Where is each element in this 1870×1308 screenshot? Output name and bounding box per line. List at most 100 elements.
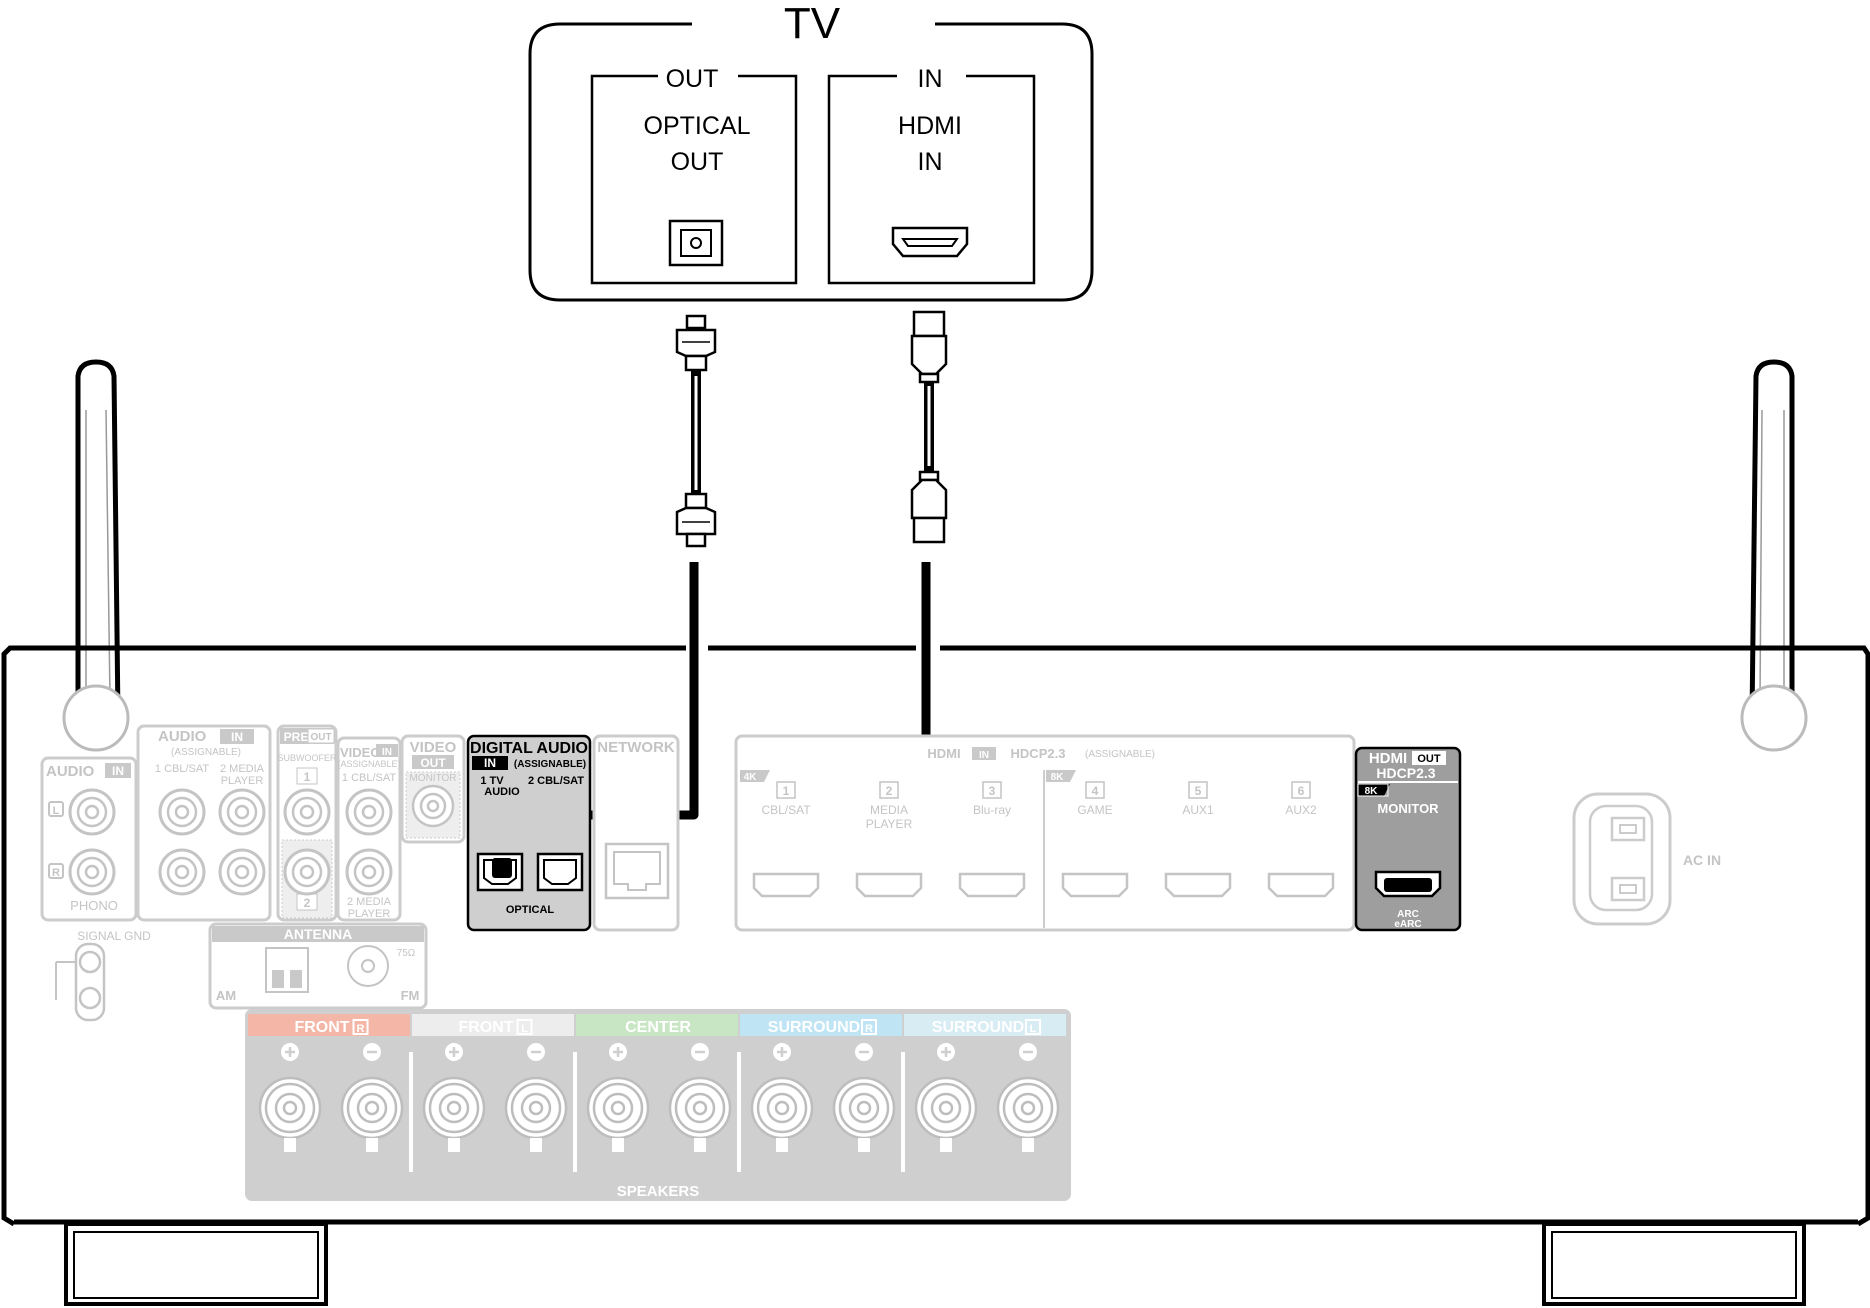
svg-text:PRE: PRE (284, 730, 309, 744)
svg-text:IN: IN (382, 747, 392, 758)
speaker-terminal (428, 1082, 480, 1134)
svg-text:HDCP2.3: HDCP2.3 (1376, 765, 1435, 781)
svg-text:4K: 4K (744, 772, 758, 783)
rca-jack-ring (166, 796, 198, 828)
hdmi-in-port (958, 872, 1026, 898)
svg-text:VIDEO: VIDEO (410, 739, 457, 756)
hdmi-in-number-box (776, 781, 796, 799)
speaker-terminal (856, 1100, 872, 1116)
svg-text:2 CBL/SAT: 2 CBL/SAT (528, 775, 584, 787)
speaker-terminal-stem (1022, 1138, 1034, 1152)
speaker-terminal (1012, 1092, 1044, 1124)
hdmi-in-number: 1 (783, 784, 790, 798)
svg-text:PLAYER: PLAYER (221, 775, 264, 787)
rca-jack-ring (174, 864, 190, 880)
rca-jack-ring (291, 796, 323, 828)
terminal-sign (941, 1047, 951, 1057)
svg-text:AC IN: AC IN (1683, 852, 1721, 868)
rca-jack-ring (218, 848, 266, 896)
speaker-terminal (586, 1076, 650, 1140)
signal-gnd: SIGNAL GND (55, 929, 151, 1022)
speaker-channel-name: FRONT (458, 1019, 513, 1036)
speaker-terminal (674, 1082, 726, 1134)
svg-text:PLAYER: PLAYER (348, 908, 391, 920)
rca-jack-ring (226, 796, 258, 828)
svg-text:ANTENNA: ANTENNA (284, 926, 352, 942)
speaker-terminal (274, 1092, 306, 1124)
speaker-terminal (346, 1082, 398, 1134)
svg-text:(ASSIGNABLE): (ASSIGNABLE) (337, 759, 400, 769)
svg-text:(ASSIGNABLE): (ASSIGNABLE) (514, 759, 586, 770)
svg-text:MONITOR: MONITOR (1377, 801, 1439, 816)
speaker-terminal-stem (530, 1138, 542, 1152)
svg-text:MONITOR: MONITOR (409, 773, 456, 784)
tv-optical-out-line1: OPTICAL (644, 112, 751, 140)
speaker-terminal (774, 1100, 790, 1116)
svg-text:OPTICAL: OPTICAL (506, 904, 555, 916)
svg-text:FM: FM (401, 988, 420, 1003)
speaker-terminal (520, 1092, 552, 1124)
svg-text:OUT: OUT (420, 756, 446, 770)
rca-jack-ring (218, 788, 266, 836)
rca-jack-ring (76, 796, 108, 828)
antenna-right (1740, 359, 1808, 752)
antenna-terminal-panel: ANTENNA 75Ω AM FM (208, 922, 428, 1010)
speaker-side-box (1025, 1019, 1041, 1035)
svg-text:SIGNAL GND: SIGNAL GND (77, 929, 151, 943)
speaker-terminal (602, 1092, 634, 1124)
svg-text:eARC: eARC (1394, 919, 1421, 930)
speaker-terminal-stem (612, 1138, 624, 1152)
rca-jack-ring (174, 804, 190, 820)
tv-title: TV (784, 0, 841, 48)
svg-text:IN: IN (484, 756, 496, 770)
tv-unit: TV OUT OPTICAL OUT IN HDMI IN (528, 0, 1094, 302)
terminal-sign (613, 1047, 623, 1057)
speaker-side-label: L (521, 1023, 528, 1035)
speaker-terminal (668, 1076, 732, 1140)
speaker-channel-name: SURROUND (768, 1019, 860, 1036)
speaker-terminal (756, 1082, 808, 1134)
speaker-side-box (352, 1019, 369, 1035)
ac-inlet: AC IN (1572, 792, 1721, 926)
svg-text:8K: 8K (1051, 772, 1065, 783)
rca-jack-ring (361, 864, 377, 880)
hdmi-in-label: GAME (1077, 803, 1112, 817)
speaker-terminal-stem (858, 1138, 870, 1152)
speaker-terminal (610, 1100, 626, 1116)
speaker-terminal (340, 1076, 404, 1140)
svg-text:2 MEDIA: 2 MEDIA (220, 763, 265, 775)
svg-text:L: L (53, 805, 60, 817)
tv-optical-out-line2: OUT (671, 148, 724, 176)
tv-hdmi-in-line1: HDMI (898, 112, 962, 140)
speaker-terminal (914, 1076, 978, 1140)
svg-text:AUDIO: AUDIO (158, 728, 207, 745)
audio-in-phono-panel: AUDIO IN L R PHONO (40, 756, 138, 922)
hdmi-in-port (855, 872, 923, 898)
speaker-side-box (516, 1019, 533, 1035)
rca-jack-ring (68, 788, 116, 836)
rca-jack-ring (158, 788, 206, 836)
speaker-side-label: L (1030, 1023, 1037, 1035)
speaker-terminal (528, 1100, 544, 1116)
digital-audio-title: DIGITAL AUDIO (470, 740, 588, 757)
speaker-side-label: R (865, 1023, 873, 1035)
svg-text:HDMI: HDMI (927, 746, 960, 761)
speaker-terminal (750, 1076, 814, 1140)
speaker-terminal (364, 1100, 380, 1116)
speaker-terminal-stem (694, 1138, 706, 1152)
rca-jack-ring (84, 804, 100, 820)
hdmi-in-number: 5 (1195, 784, 1202, 798)
speaker-terminal (838, 1082, 890, 1134)
receiver-chassis (1, 645, 1870, 1306)
svg-text:(ASSIGNABLE): (ASSIGNABLE) (1085, 749, 1155, 760)
speaker-terminal (356, 1092, 388, 1124)
svg-text:AM: AM (216, 988, 236, 1003)
tv-optical-out-panel: OUT OPTICAL OUT (590, 65, 798, 285)
rca-jack-ring (299, 864, 315, 880)
svg-text:(ASSIGNABLE): (ASSIGNABLE) (171, 747, 241, 758)
svg-text:ARC: ARC (1397, 909, 1419, 920)
speaker-terminal (684, 1092, 716, 1124)
rca-jack-ring (299, 804, 315, 820)
speaker-terminal (510, 1082, 562, 1134)
speaker-terminal (692, 1100, 708, 1116)
